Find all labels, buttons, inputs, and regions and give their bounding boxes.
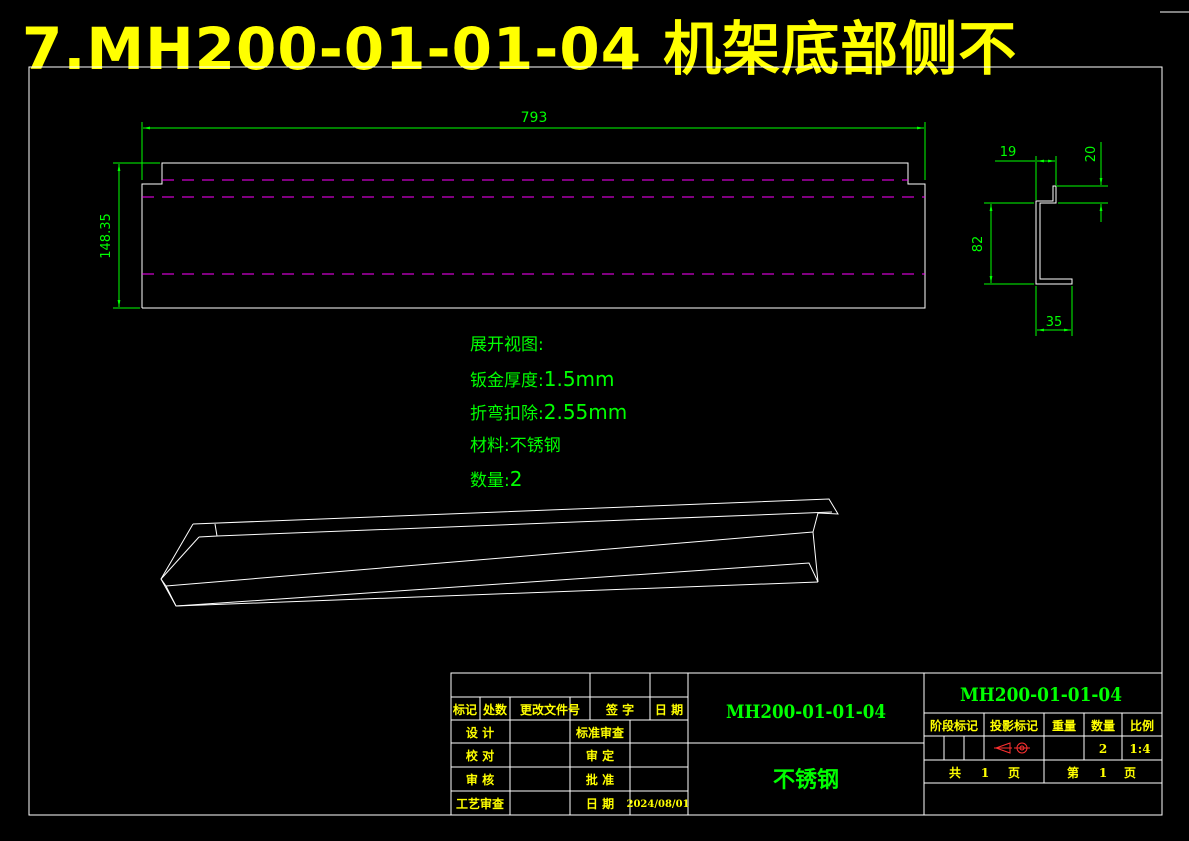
tb-approve: 批 准: [586, 772, 614, 787]
dimension-flange-bottom-label: 35: [1046, 315, 1063, 330]
tb-page-number: 1: [1099, 766, 1107, 780]
tb-check: 校 对: [466, 748, 494, 763]
projection-symbol-icon: [994, 742, 1030, 754]
tb-process: 工艺审查: [456, 796, 505, 811]
tb-scale-label: 比例: [1130, 718, 1154, 733]
tb-date-value: 2024/08/01: [627, 799, 690, 810]
tb-rev-header-doc: 更改文件号: [520, 702, 580, 717]
tb-stage-label: 阶段标记: [930, 718, 978, 733]
notes-qty-label: 数量:: [470, 471, 510, 491]
tb-scale-value: 1:4: [1129, 742, 1150, 756]
tb-part-number: MH200-01-01-04: [726, 701, 886, 723]
tb-total-prefix: 共: [949, 765, 961, 780]
tb-design: 设 计: [466, 725, 494, 740]
notes-bend-value: 2.55mm: [543, 400, 628, 424]
flat-pattern-view: [141, 162, 926, 309]
tb-rev-header-sign: 签 字: [605, 702, 634, 717]
tb-page-unit: 页: [1124, 766, 1136, 780]
drawing-title: 7.MH200-01-01-04 机架底部侧不: [22, 15, 1018, 83]
tb-qty-label: 数量: [1091, 718, 1115, 733]
tb-material: 不锈钢: [773, 767, 839, 793]
dimension-lip-label: 20: [1084, 146, 1099, 163]
side-profile-dimensions: [984, 142, 1108, 336]
notes-heading: 展开视图:: [470, 335, 544, 355]
isometric-view: [160, 498, 839, 607]
tb-qty-value: 2: [1099, 742, 1107, 756]
dimension-height-label: 148.35: [99, 213, 114, 259]
tb-review: 审 核: [466, 772, 494, 787]
notes-thickness-label: 钣金厚度:: [470, 370, 544, 391]
tb-total-pages: 1: [981, 766, 989, 780]
dimension-height: [113, 162, 160, 309]
dimension-length: [141, 122, 926, 180]
notes-material-label: 材料:: [470, 435, 510, 456]
dimension-length-label: 793: [521, 110, 548, 126]
bend-lines: [142, 179, 925, 275]
notes-bend-label: 折弯扣除:: [470, 404, 544, 424]
technical-notes: 展开视图: 钣金厚度:1.5mm 折弯扣除:2.55mm 材料:不锈钢 数量:2: [470, 333, 627, 501]
tb-date-label: 日 期: [586, 796, 614, 811]
notes-qty-value: 2: [509, 467, 523, 491]
tb-rev-header-mark: 标记: [452, 702, 477, 717]
tb-projection-label: 投影标记: [990, 718, 1038, 733]
notes-thickness-value: 1.5mm: [543, 366, 615, 391]
title-block-lines: [450, 672, 1163, 816]
dimension-web-label: 82: [971, 236, 986, 253]
tb-rev-header-count: 处数: [482, 702, 508, 717]
dimension-flange-top-label: 19: [1000, 145, 1017, 160]
tb-weight-label: 重量: [1052, 718, 1076, 733]
side-profile-view: [1035, 185, 1073, 285]
tb-drawing-number: MH200-01-01-04: [960, 684, 1122, 706]
tb-page-prefix: 第: [1067, 765, 1079, 780]
tb-rev-header-date: 日 期: [655, 702, 683, 717]
tb-total-unit: 页: [1008, 766, 1020, 780]
notes-material-value: 不锈钢: [509, 435, 561, 456]
tb-std-review: 标准审查: [575, 725, 625, 740]
tb-approve-set: 审 定: [586, 748, 614, 763]
